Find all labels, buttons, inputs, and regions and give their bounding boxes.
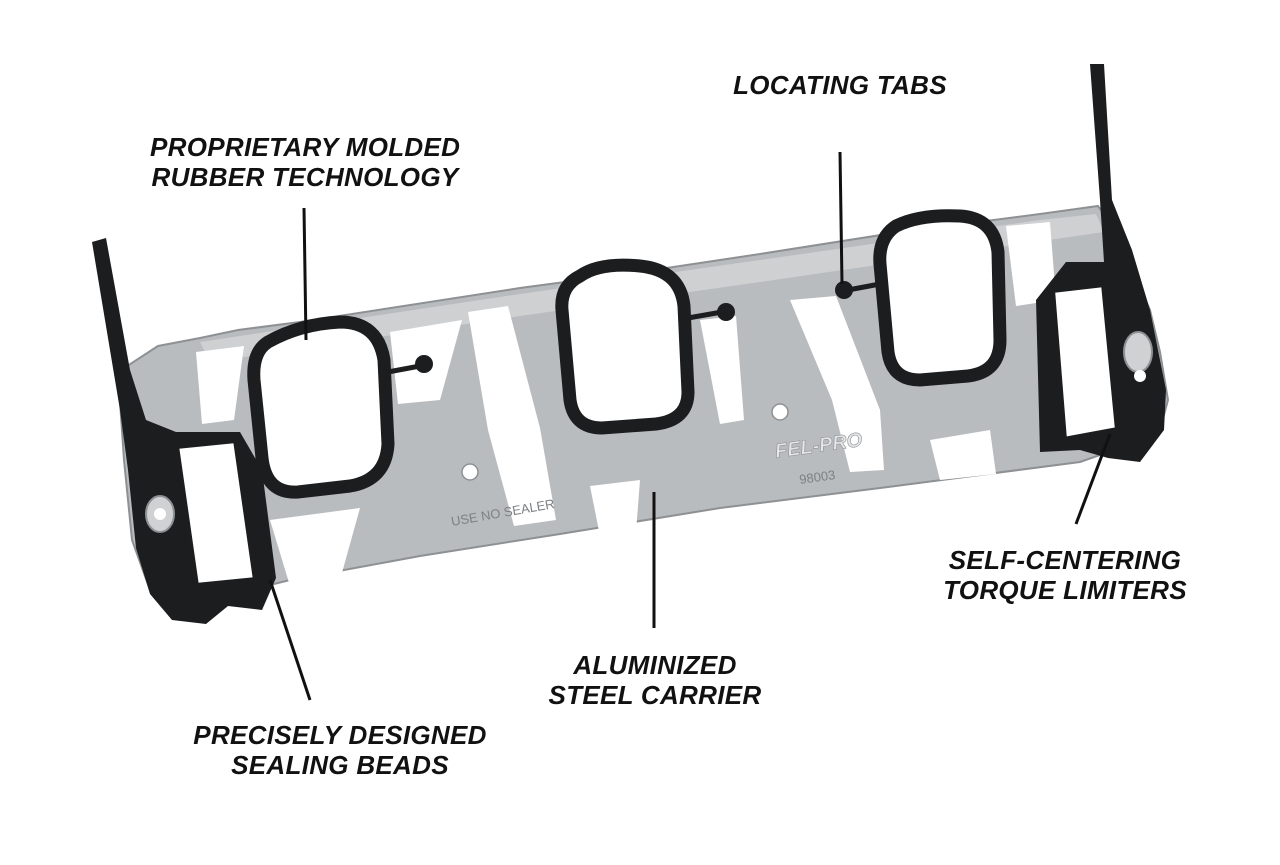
callout-rubber-technology-line2: RUBBER TECHNOLOGY [151, 162, 459, 192]
callout-torque-limiters-line2: TORQUE LIMITERS [943, 575, 1187, 605]
right-torque-limiter-hole [1134, 370, 1146, 382]
right-torque-limiter [1123, 331, 1153, 373]
callout-rubber-technology-line1: PROPRIETARY MOLDED [150, 132, 461, 162]
callout-sealing-beads-line2: SEALING BEADS [231, 750, 449, 780]
callout-steel-carrier: ALUMINIZED STEEL CARRIER [530, 650, 780, 710]
locating-tab-stem [687, 309, 723, 321]
leader-line-sealing-beads [268, 579, 312, 701]
carrier-cutout [196, 346, 244, 424]
stamp-part-number: 98003 [798, 467, 836, 487]
left-end-port [172, 436, 260, 590]
bolt-hole [461, 463, 479, 481]
callout-steel-carrier-line1: ALUMINIZED [573, 650, 737, 680]
locating-tab-stem [847, 281, 881, 293]
carrier-cutout [790, 296, 884, 472]
right-end-port [1048, 280, 1122, 444]
callout-torque-limiters-line1: SELF-CENTERING [948, 545, 1182, 575]
port-seal-3 [873, 209, 1007, 387]
leader-line-locating-tabs [838, 151, 844, 285]
locating-tab [415, 355, 433, 373]
carrier-cutout [468, 306, 556, 526]
carrier-cutout [930, 430, 996, 480]
callout-steel-carrier-line2: STEEL CARRIER [548, 680, 762, 710]
carrier-cutout [590, 480, 640, 536]
port-seal-1 [247, 315, 395, 499]
locating-tab-stem [387, 363, 421, 375]
bolt-hole [771, 403, 789, 421]
carrier-cutout [1006, 222, 1056, 306]
left-torque-limiter-hole [154, 508, 166, 520]
callout-sealing-beads-line1: PRECISELY DESIGNED [193, 720, 487, 750]
carrier-cutout [270, 508, 360, 586]
callout-torque-limiters: SELF-CENTERING TORQUE LIMITERS [930, 545, 1200, 605]
locating-tab [717, 303, 735, 321]
callout-locating-tabs: LOCATING TABS [720, 70, 960, 100]
carrier-cutout [700, 316, 744, 424]
callout-locating-tabs-line1: LOCATING TABS [733, 70, 947, 100]
leader-line-torque-limiters [1074, 433, 1112, 525]
callout-rubber-technology: PROPRIETARY MOLDED RUBBER TECHNOLOGY [150, 132, 460, 192]
callout-sealing-beads: PRECISELY DESIGNED SEALING BEADS [190, 720, 490, 780]
port-seal-2 [555, 258, 695, 435]
locating-tab [835, 281, 853, 299]
leader-line-rubber-tech [302, 207, 308, 341]
